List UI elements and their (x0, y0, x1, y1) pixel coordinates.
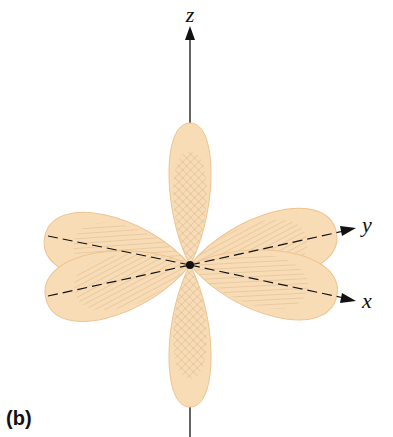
z-arrowhead (185, 26, 195, 40)
x-arrowhead (340, 293, 356, 303)
orbital-lobe (183, 233, 343, 329)
lobe-hatching (173, 151, 207, 265)
orbital-lobes (38, 123, 343, 407)
axis-label: z (186, 4, 195, 26)
panel-label: (b) (6, 408, 32, 428)
axis-label: y (362, 214, 372, 236)
orbital-lobe (169, 265, 211, 407)
lobe-hatching (173, 265, 207, 379)
axis-label: x (362, 290, 372, 312)
nucleus-dot (186, 261, 194, 269)
x-axis (190, 265, 344, 298)
y-axis (190, 231, 344, 265)
orbital-lobe (169, 123, 211, 265)
y-axis (48, 265, 190, 296)
y-arrowhead (340, 226, 356, 236)
x-axis (48, 236, 190, 265)
